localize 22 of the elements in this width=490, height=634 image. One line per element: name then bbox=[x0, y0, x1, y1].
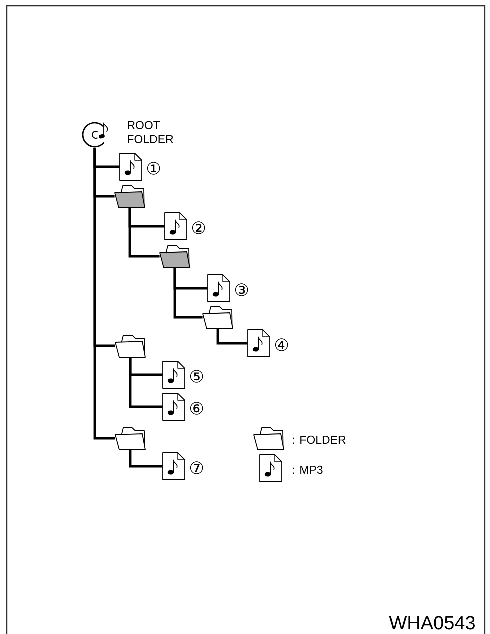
callout-number: ⑤ bbox=[190, 370, 204, 383]
callout-number: ⑦ bbox=[190, 462, 204, 474]
legend-label: : FOLDER bbox=[293, 436, 346, 444]
folder-icon bbox=[115, 335, 146, 358]
callout-number: ③ bbox=[235, 284, 248, 296]
connector-line bbox=[216, 329, 248, 345]
folder-icon bbox=[115, 428, 146, 450]
legend-label: : MP3 bbox=[293, 466, 323, 474]
folder-icon bbox=[160, 246, 190, 268]
figure-code: WHA0543 bbox=[389, 616, 475, 630]
connector-line bbox=[129, 450, 163, 468]
callout-number: ④ bbox=[275, 338, 288, 352]
connector-line bbox=[174, 268, 203, 319]
callout-number: ⑥ bbox=[190, 402, 204, 415]
connector-line bbox=[128, 208, 160, 258]
callout-number: ① bbox=[147, 162, 160, 175]
connector-line bbox=[129, 358, 163, 408]
folder-icon bbox=[202, 306, 234, 330]
folder-label: ROOT FOLDER bbox=[128, 121, 174, 144]
folder-icon bbox=[114, 186, 146, 208]
connector-line bbox=[94, 148, 116, 440]
callout-number: ② bbox=[192, 222, 206, 234]
